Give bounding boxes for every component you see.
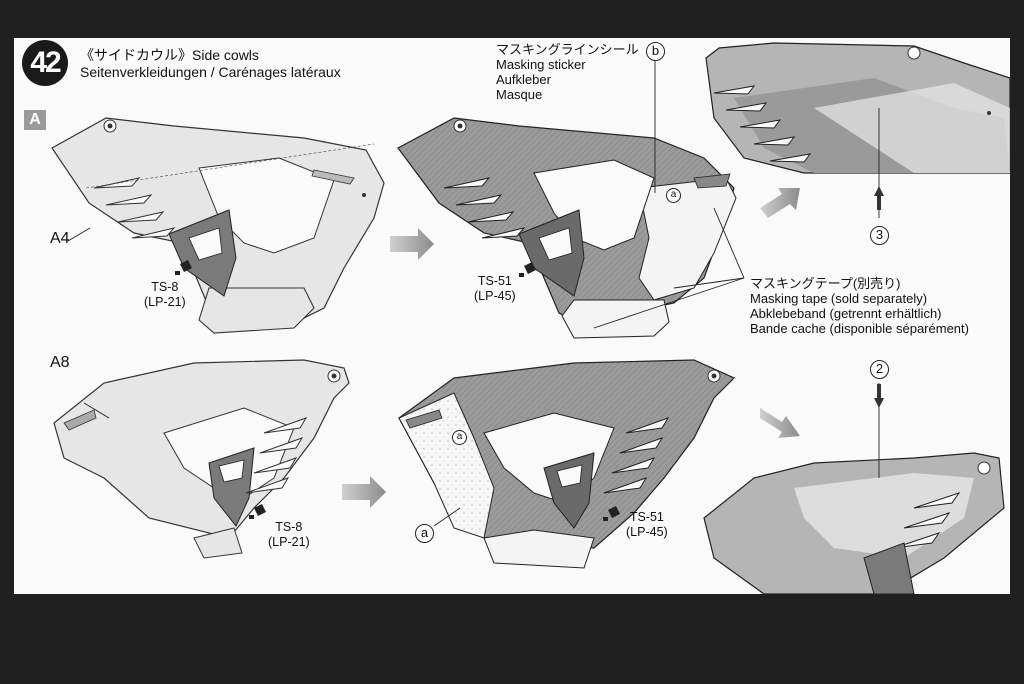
title-line-1: 《サイドカウル》Side cowls (80, 47, 259, 63)
marker-b: b (646, 42, 665, 61)
cowl-bottom-painted (398, 359, 736, 569)
part-label-a8: A8 (50, 354, 70, 371)
title-line-2: Seitenverkleidungen / Carénages latéraux (80, 64, 341, 80)
masking-tape-label: マスキングテープ(別売り) Masking tape (sold separat… (750, 276, 969, 336)
paint-dot-bottom-base (249, 504, 266, 519)
paint-code: TS-8 (275, 520, 303, 534)
masking-tape-en: Masking tape (sold separately) (750, 291, 928, 306)
marker-a-callout: a (415, 524, 434, 543)
illustration-layer (51, 42, 1010, 594)
masking-sticker-de: Aufkleber (496, 72, 551, 87)
paint-top-base: TS-8 (LP-21) (144, 280, 186, 310)
masking-sticker-label: マスキングラインシール Masking sticker Aufkleber Ma… (496, 42, 639, 102)
section-tag: A (24, 110, 46, 130)
paint-alt-code: (LP-45) (626, 525, 668, 539)
paint-bottom-base: TS-8 (LP-21) (268, 520, 310, 550)
paint-alt-code: (LP-21) (268, 535, 310, 549)
marker-decal-3: 3 (870, 226, 889, 245)
leader-masking-tape (593, 207, 745, 329)
step-number-badge: 42 (22, 40, 68, 86)
masking-sticker-fr: Masque (496, 87, 543, 102)
masking-tape-de: Abklebeband (getrennt erhältlich) (750, 306, 942, 321)
paint-alt-code: (LP-45) (474, 289, 516, 303)
cowl-top-painted (397, 117, 737, 339)
leader-a4 (67, 227, 91, 242)
step-arrows (342, 188, 800, 508)
instruction-sheet: 42 《サイドカウル》Side cowls Seitenverkleidunge… (14, 38, 1010, 594)
step-title: 《サイドカウル》Side cowls Seitenverkleidungen /… (80, 47, 341, 81)
paint-code: TS-8 (151, 280, 179, 294)
paint-code: TS-51 (477, 274, 512, 288)
part-label-a4: A4 (50, 230, 70, 247)
masking-tape-jp: マスキングテープ(別売り) (750, 276, 901, 291)
paint-alt-code: (LP-21) (144, 295, 186, 309)
cowl-top-detail (705, 42, 1010, 218)
marker-a-top: a (666, 188, 681, 203)
cowl-bottom-detail (703, 383, 1005, 594)
cowl-a4-light (51, 117, 385, 334)
paint-top-color: TS-51 (LP-45) (474, 274, 516, 304)
marker-decal-2: 2 (870, 360, 889, 379)
paint-dot-top-color (519, 262, 536, 277)
paint-code: TS-51 (629, 510, 664, 524)
cowl-a8-light (53, 359, 350, 559)
paint-dot-top-base (175, 260, 192, 275)
paint-dot-bottom-color (603, 506, 620, 521)
marker-a-bottom: a (452, 430, 467, 445)
paint-bottom-color: TS-51 (LP-45) (626, 510, 668, 540)
masking-tape-fr: Bande cache (disponible séparément) (750, 321, 969, 336)
masking-sticker-jp: マスキングラインシール (496, 42, 639, 57)
masking-sticker-en: Masking sticker (496, 57, 586, 72)
